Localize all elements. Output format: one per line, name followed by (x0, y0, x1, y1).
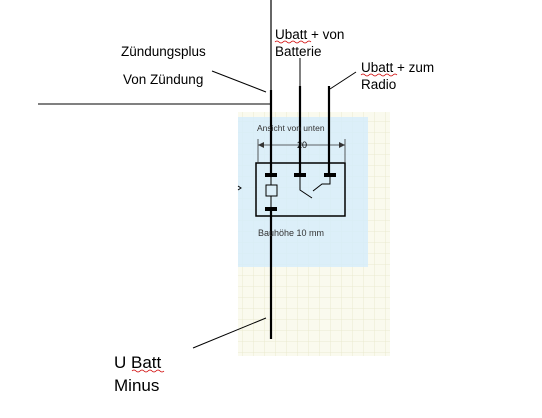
label-minus-line1: U Batt (114, 353, 162, 372)
label-from-ignition: Von Zündung (123, 72, 203, 87)
switch-contact (299, 177, 331, 199)
label-radio-line2: Radio (361, 77, 396, 92)
pointer-ignition (211, 70, 267, 93)
label-ignition-plus: Zündungsplus (121, 44, 206, 59)
label-battery-line1: Ubatt + von (275, 27, 344, 42)
label-view-from-below: Ansicht von unten (257, 123, 325, 133)
label-minus-line2: Minus (114, 376, 159, 395)
side-mark (237, 185, 242, 191)
pointer-radio (329, 71, 357, 90)
label-battery-line2: Batterie (275, 44, 322, 59)
spellcheck-underline (131, 369, 165, 373)
pointer-minus (192, 317, 267, 349)
spellcheck-underline (360, 73, 398, 77)
label-radio-line1: Ubatt + zum (361, 60, 434, 75)
label-height: Bauhöhe 10 mm (258, 228, 324, 238)
spellcheck-underline (274, 40, 312, 44)
label-dimension: 20 (297, 140, 307, 150)
